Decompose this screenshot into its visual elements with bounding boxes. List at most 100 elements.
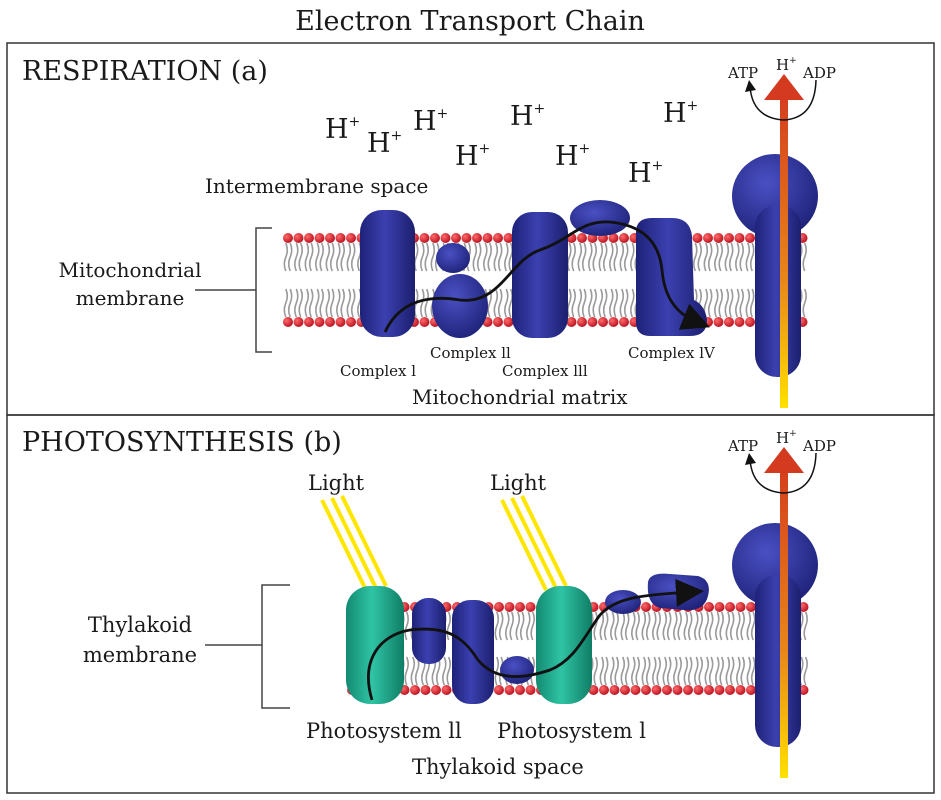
lipid-tail	[704, 656, 710, 686]
lipid-tail	[739, 288, 744, 318]
lipid-tail	[494, 611, 500, 641]
lipid-tail	[483, 242, 488, 272]
lipid-tail	[728, 242, 734, 272]
photosynthesis-panel	[6, 414, 935, 794]
lipid-tail	[287, 288, 293, 318]
lipid-tail	[715, 611, 720, 641]
lipid-tail	[652, 656, 657, 686]
lipid-tail	[308, 288, 314, 318]
lipid-tail	[725, 656, 731, 686]
atp-adp-curve-arrow-2	[749, 452, 817, 494]
svg-text:H+: H+	[510, 101, 545, 132]
lipid-tail	[704, 611, 710, 641]
lipid-tail	[736, 611, 741, 641]
lipid-tail	[666, 611, 672, 641]
lipid-tail	[435, 656, 441, 686]
lipid-tail	[613, 288, 618, 318]
lipid-tail	[294, 288, 299, 318]
lipid-tail	[498, 611, 504, 641]
lipid-tail	[603, 611, 609, 641]
lipid-tail	[598, 288, 604, 318]
lipid-tail	[687, 656, 693, 686]
lipid-tail	[677, 656, 682, 686]
lipid-tail	[497, 242, 503, 272]
mitochondrial-matrix-label: Mitochondrial matrix	[412, 385, 628, 409]
lipid-tail	[641, 611, 647, 641]
plastocyanin	[500, 656, 534, 684]
adp-label-top: ADP	[802, 64, 836, 82]
lipid-tail	[635, 611, 640, 641]
lipid-head	[704, 602, 714, 612]
lipid-tail	[620, 656, 626, 686]
lipid-tail	[614, 656, 619, 686]
lipid-tail	[446, 656, 451, 686]
lipid-tail	[508, 288, 513, 318]
plastoquinone	[412, 598, 446, 664]
lipid-tail	[319, 242, 324, 272]
lipid-tail	[493, 242, 499, 272]
lipid-head	[525, 602, 536, 612]
lipid-head	[314, 233, 325, 243]
lipid-head	[325, 233, 335, 243]
lipid-head	[746, 685, 756, 695]
lipid-tail	[715, 656, 720, 686]
lipid-head	[713, 233, 724, 243]
lipid-tail	[630, 242, 635, 272]
lipid-tail	[662, 611, 668, 641]
lipid-head	[493, 233, 503, 243]
lipid-tail	[735, 288, 740, 318]
lipid-tail	[677, 611, 682, 641]
lipid-head	[714, 685, 725, 695]
lipid-tail	[567, 242, 572, 272]
lipid-head	[346, 317, 356, 327]
complex-1-label: Complex l	[340, 362, 416, 380]
svg-text:H+: H+	[325, 114, 360, 145]
lipid-tail	[519, 611, 525, 641]
lipid-tail	[724, 242, 730, 272]
lipid-head	[734, 317, 745, 327]
lipid-head	[494, 602, 504, 612]
complex-3	[512, 212, 568, 338]
lipid-tail	[656, 656, 661, 686]
lipid-tail	[329, 242, 335, 272]
proton-label-bottom: H+	[776, 429, 797, 447]
lipid-tail	[613, 242, 618, 272]
lipid-tail	[476, 242, 482, 272]
lipid-tail	[673, 656, 678, 686]
lipid-tail	[497, 288, 503, 318]
lipid-tail	[750, 611, 756, 641]
lipid-tail	[593, 656, 598, 686]
lipid-head	[692, 233, 703, 243]
lipid-tail	[602, 288, 608, 318]
lipid-tail	[325, 288, 331, 318]
lipid-tail	[624, 656, 630, 686]
lipid-tail	[697, 242, 702, 272]
lipid-head	[619, 233, 629, 243]
lipid-head	[504, 685, 515, 695]
lipid-tail	[329, 288, 335, 318]
lipid-tail	[740, 611, 745, 641]
lipid-tail	[725, 611, 731, 641]
lipid-tail	[430, 242, 436, 272]
lipid-head	[630, 685, 641, 695]
lipid-head	[609, 685, 620, 695]
lipid-tail	[746, 611, 752, 641]
lipid-head	[503, 233, 514, 243]
lipid-tail	[645, 656, 651, 686]
lipid-tail	[694, 611, 699, 641]
lipid-tail	[505, 611, 510, 641]
lipid-tail	[687, 611, 693, 641]
lipid-tail	[504, 242, 509, 272]
lipid-tail	[315, 242, 320, 272]
lipid-tail	[526, 611, 531, 641]
lipid-tail	[749, 288, 755, 318]
lipid-tail	[315, 288, 320, 318]
lipid-head	[441, 685, 452, 695]
lipid-head	[346, 233, 356, 243]
lipid-head	[608, 233, 619, 243]
photosynthesis-heading: PHOTOSYNTHESIS (b)	[22, 427, 342, 458]
lipid-tail	[420, 242, 425, 272]
lipid-head	[598, 317, 608, 327]
lipid-tail	[340, 288, 345, 318]
lipid-tail	[745, 288, 751, 318]
